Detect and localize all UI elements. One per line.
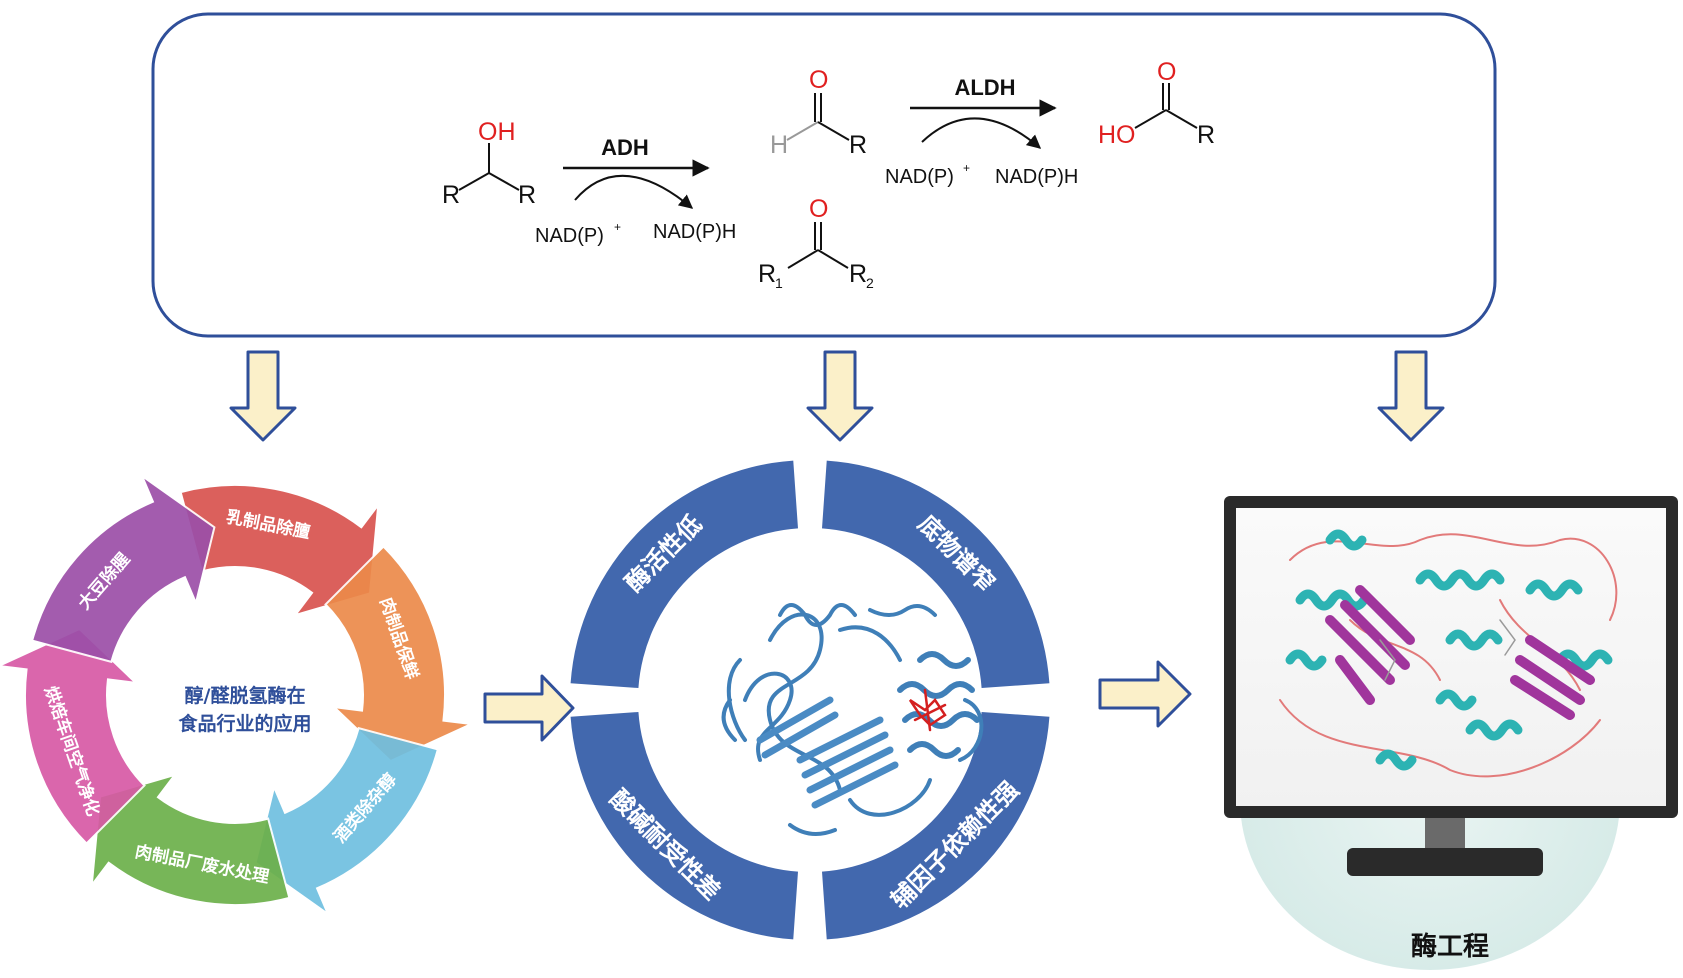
down-arrow-icon <box>806 350 874 442</box>
protein-structure-icon <box>721 603 984 836</box>
aldh-arrow: ALDH NAD(P) + NAD(P)H <box>885 75 1078 188</box>
cycle-segment-arrow <box>179 484 380 617</box>
reaction-box-border <box>151 12 1497 338</box>
alcohol-oh-label: OH <box>478 118 516 146</box>
adh-label: ADH <box>601 135 649 160</box>
adh-arrow: ADH NAD(P) + NAD(P)H <box>535 135 736 247</box>
aldehyde-h: H <box>770 131 788 159</box>
ketone-r2-sub: 2 <box>866 275 874 291</box>
right-arrow-icon <box>1098 660 1192 728</box>
adh-cofactor-out: NAD(P)H <box>653 221 736 243</box>
enzyme-model-icon <box>1279 529 1618 778</box>
monitor-stand <box>1347 848 1543 876</box>
ketone-r1: R <box>758 260 776 288</box>
challenge-ring: 酶活性低底物谱窄辅因子依赖性强酸碱耐受性差 <box>570 460 1050 940</box>
aldehyde-structure: O H R <box>770 66 867 159</box>
monitor-neck <box>1425 818 1465 850</box>
ring-quadrant <box>821 460 1050 689</box>
acid-r: R <box>1197 121 1215 149</box>
aldh-label: ALDH <box>954 75 1015 100</box>
right-arrow-icon <box>483 674 575 742</box>
alcohol-structure: OH R R <box>442 118 536 209</box>
ring-quadrant <box>570 711 799 940</box>
cycle-segment-arrow <box>324 545 475 763</box>
alcohol-r-right: R <box>518 181 536 209</box>
acid-ho: HO <box>1098 121 1136 149</box>
cycle-segment-arrow <box>90 773 291 906</box>
acid-o: O <box>1157 58 1176 86</box>
aldh-cofactor-in-sup: + <box>963 161 970 175</box>
ketone-structure: O R 1 R 2 <box>758 195 874 291</box>
ketone-o: O <box>809 195 828 223</box>
ketone-r1-sub: 1 <box>775 275 783 291</box>
aldehyde-o: O <box>809 66 828 94</box>
down-arrow-icon <box>1377 350 1445 442</box>
cycle-center-line1: 醇/醛脱氢酶在 <box>185 684 306 707</box>
aldh-cofactor-in: NAD(P) <box>885 166 954 188</box>
cycle-segment-arrow <box>0 627 146 845</box>
cycle-center-line2: 食品行业的应用 <box>178 712 311 735</box>
monitor-icon: 酶工程 <box>1224 496 1678 970</box>
down-arrow-icon <box>229 350 297 442</box>
ring-quadrant <box>821 711 1050 940</box>
cycle-segment-arrow <box>30 473 216 664</box>
reaction-box: OH R R ADH NAD(P) + NAD(P)H O H R <box>151 12 1497 338</box>
cycle-segment-arrow <box>254 726 440 917</box>
adh-cofactor-in-sup: + <box>614 220 621 234</box>
aldehyde-r: R <box>849 131 867 159</box>
adh-cofactor-in: NAD(P) <box>535 225 604 247</box>
alcohol-r-left: R <box>442 181 460 209</box>
ring-quadrant <box>570 460 799 689</box>
monitor-caption: 酶工程 <box>1411 932 1489 962</box>
ketone-r2: R <box>849 260 867 288</box>
acid-structure: O HO R <box>1098 58 1215 149</box>
aldh-cofactor-out: NAD(P)H <box>995 166 1078 188</box>
